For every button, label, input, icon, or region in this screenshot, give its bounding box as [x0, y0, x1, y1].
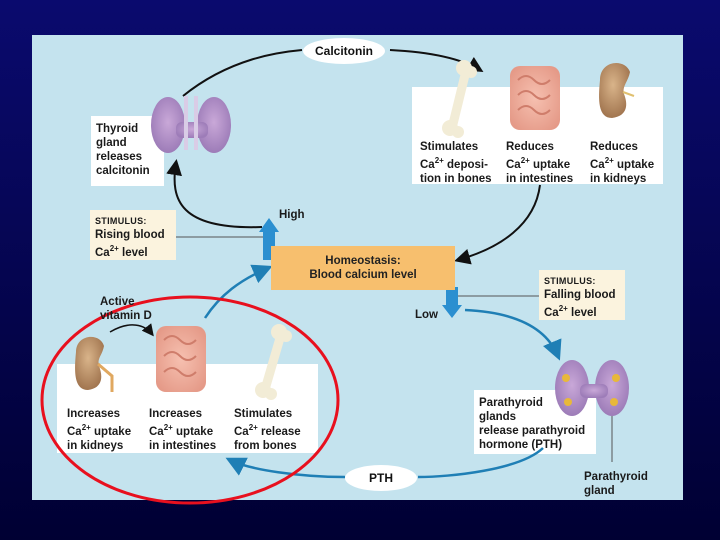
arrow-calcitonin-to-effects [389, 49, 484, 73]
parathyroid-gland-label: Parathyroid gland [584, 471, 648, 497]
intestine-top-icon [510, 66, 560, 130]
vitamin-d-label: Active vitamin D [100, 296, 152, 322]
low-label: Low [415, 309, 438, 321]
stimulus-high-box [90, 210, 176, 260]
effect-bones-release: Stimulates Ca2+ release from bones [234, 408, 301, 452]
arrow-pth-to-effects [225, 457, 346, 479]
effect-kidneys-reduce: Reduces Ca2+ uptake in kidneys [590, 141, 655, 185]
effect-intestines-reduce: Reduces Ca2+ uptake in intestines [506, 141, 574, 185]
arrow-effects-to-homeostasis-blue [203, 264, 273, 319]
effect-bones-deposit: Stimulates Ca2+ deposi- tion in bones [420, 141, 492, 185]
arrow-thyroid-to-calcitonin [182, 49, 303, 97]
stimulus-low-box [539, 270, 625, 320]
bone-top-icon [442, 60, 477, 138]
parathyroid-gland-icon [555, 360, 629, 416]
stimulus-low: STIMULUS: Falling blood Ca2+ level [544, 276, 616, 319]
stimulus-high: STIMULUS: Rising blood Ca2+ level [95, 216, 165, 259]
pth-oval: PTH [345, 465, 417, 491]
effect-kidneys-increase: Increases Ca2+ uptake in kidneys [67, 408, 132, 452]
low-arrow-icon [442, 287, 462, 318]
effect-intestines-increase: Increases Ca2+ uptake in intestines [149, 408, 217, 452]
homeostasis-subtitle: Blood calcium level [309, 269, 417, 281]
kidney-bottom-icon [75, 336, 114, 392]
high-label: High [279, 209, 305, 221]
calcitonin-label: Calcitonin [314, 44, 373, 58]
parathyroid-text: Parathyroid glands release parathyroid h… [479, 397, 586, 451]
thyroid-text: Thyroid gland releases calcitonin [96, 123, 150, 177]
homeostasis-box: Homeostasis: Blood calcium level [271, 246, 455, 290]
bone-bottom-icon [255, 324, 292, 400]
arrow-low-to-parathyroid [464, 308, 562, 361]
arrow-parathyroid-to-pth [417, 447, 544, 479]
highlight-circle [40, 295, 340, 505]
kidney-top-icon [599, 62, 635, 118]
thyroid-gland-icon [151, 96, 231, 153]
arrow-effects-to-homeostasis [454, 184, 541, 265]
arrow-to-thyroid [166, 159, 263, 229]
homeostasis-title: Homeostasis: [325, 255, 401, 267]
calcitonin-oval: Calcitonin [303, 38, 385, 64]
intestine-bottom-icon [156, 326, 206, 392]
pth-label: PTH [369, 471, 393, 485]
